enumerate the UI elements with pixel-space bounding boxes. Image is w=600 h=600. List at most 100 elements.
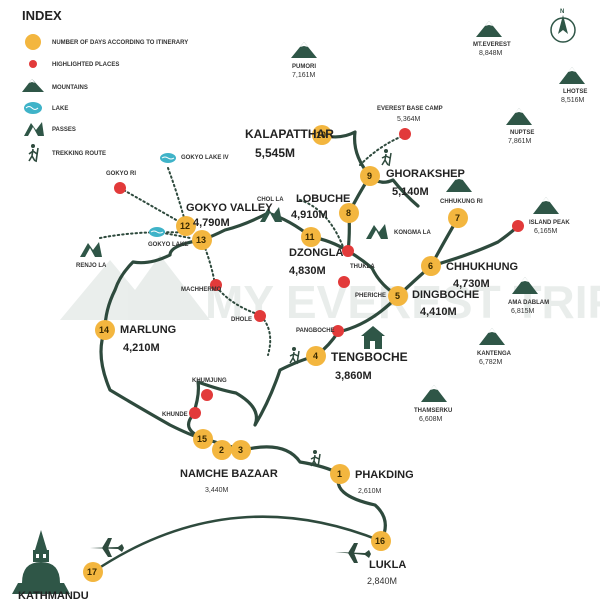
stop-elev: 2,610M xyxy=(358,488,382,495)
stop-name: GOKYO VALLEY xyxy=(186,202,273,214)
legend-label-route: TREKKING ROUTE xyxy=(52,151,106,157)
day-stop-chhukhung: 6 CHHUKHUNG 4,730M xyxy=(421,256,518,290)
hiker-icon xyxy=(381,149,392,167)
highlight-name: KHUMJUNG xyxy=(192,378,227,384)
day-stop-namche: 2 NAMCHE BAZAAR 3,440M xyxy=(180,440,278,494)
mountain-name: THAMSERKU xyxy=(414,408,452,414)
airplane-icon xyxy=(335,543,371,563)
stop-elev: 4,830M xyxy=(289,265,326,277)
lake-name: GOKYO LAKE xyxy=(148,242,188,248)
highlight-name: PANGBOCHE xyxy=(296,328,335,334)
mountain-name: NUPTSE xyxy=(510,130,534,136)
mountain-elev: 8,848M xyxy=(479,50,503,57)
day-stop-ghorakshep: 9 GHORAKSHEP 5,140M xyxy=(360,166,465,198)
mountain-name: AMA DABLAM xyxy=(508,300,549,306)
pass-name: KONGMA LA xyxy=(394,230,431,236)
day-number: 2 xyxy=(219,445,224,455)
day-number: 15 xyxy=(197,434,207,444)
day-number: 14 xyxy=(99,325,109,335)
mountain-thamserku: THAMSERKU 6,608M xyxy=(414,385,452,423)
pass-chol-la: CHOL LA xyxy=(257,197,284,222)
highlight-name: THUKLA xyxy=(350,264,375,270)
day-stop-dzongla: 11 DZONGLA 4,830M xyxy=(289,227,343,277)
day-stop-lukla: 16 LUKLA 2,840M xyxy=(367,531,406,586)
highlight-thukla: THUKLA xyxy=(342,245,375,270)
day-number: 13 xyxy=(196,235,206,245)
stop-elev: 4,410M xyxy=(420,306,457,318)
pass-name: RENJO LA xyxy=(76,263,107,269)
stupa-icon xyxy=(12,530,70,594)
stop-name: GHORAKSHEP xyxy=(386,168,465,180)
stop-name: NAMCHE BAZAAR xyxy=(180,468,278,480)
mountain-kantenga: KANTENGA 6,782M xyxy=(477,328,512,366)
stop-name: KALAPATTHAR xyxy=(245,127,334,141)
pass-kongma-la: KONGMA LA xyxy=(366,224,431,239)
pass-icon xyxy=(24,122,44,136)
red-dot-icon xyxy=(29,60,37,68)
mountain-nuptse: NUPTSE 7,861M xyxy=(506,108,534,145)
day-stop-namche-15: 15 xyxy=(193,429,213,449)
stop-name: CHHUKHUNG xyxy=(446,261,518,273)
stop-elev: 4,910M xyxy=(291,209,328,221)
hiker-icon xyxy=(310,450,321,468)
lake-icon xyxy=(24,102,42,114)
highlight-name: PHERICHE xyxy=(355,293,386,299)
lake-gokyo: GOKYO LAKE xyxy=(148,227,188,248)
mountain-elev: 7,861M xyxy=(508,138,532,145)
flight-route xyxy=(92,515,382,574)
day-number: 8 xyxy=(346,208,351,218)
stop-name: LOBUCHE xyxy=(296,193,350,205)
highlight-ebc: EVEREST BASE CAMP 5,364M xyxy=(377,106,443,140)
day-stop-kalapatthar: 10 KALAPATTHAR 5,545M xyxy=(245,125,334,160)
stop-name: DZONGLA xyxy=(289,247,343,259)
mountain-everest: MT.EVEREST 8,848M xyxy=(473,21,511,57)
mountain-name: ISLAND PEAK xyxy=(529,220,570,226)
day-number: 7 xyxy=(455,213,460,223)
day-number: 9 xyxy=(367,171,372,181)
compass-icon: N xyxy=(550,9,576,43)
day-number: 5 xyxy=(395,291,400,301)
stop-elev: 4,790M xyxy=(193,217,230,229)
highlight-name: DHOLE xyxy=(231,317,252,323)
day-number: 6 xyxy=(428,261,433,271)
stop-name: KATHMANDU xyxy=(18,590,89,600)
day-stop-marlung: 14 MARLUNG 4,210M xyxy=(95,320,176,354)
mountain-elev: 7,161M xyxy=(292,72,316,79)
day-number: 16 xyxy=(375,536,385,546)
legend: INDEX NUMBER OF DAYS ACCORDING TO ITINER… xyxy=(22,8,188,163)
day-number: 4 xyxy=(313,351,318,361)
stop-name: TENGBOCHE xyxy=(331,350,408,364)
hiker-icon xyxy=(289,347,300,365)
mountain-elev: 6,815M xyxy=(511,308,535,315)
stop-name: LUKLA xyxy=(369,559,406,571)
legend-label-passes: PASSES xyxy=(52,127,76,133)
stop-name: PHAKDING xyxy=(355,469,414,481)
stop-elev: 5,545M xyxy=(255,146,295,160)
mountain-name: KANTENGA xyxy=(477,351,512,357)
highlight-name: KHUNDE xyxy=(162,412,188,418)
highlight-elev: 5,364M xyxy=(397,116,421,123)
stop-name: MARLUNG xyxy=(120,324,176,336)
stop-elev: 5,140M xyxy=(392,186,429,198)
highlight-name: MACHHERMO xyxy=(181,287,222,293)
highlight-dhole: DHOLE xyxy=(231,310,266,323)
mountain-elev: 6,608M xyxy=(419,416,443,423)
day-stop-gokyo: 13 GOKYO VALLEY 4,790M xyxy=(186,202,273,250)
lake-gokyo-iv: GOKYO LAKE IV xyxy=(160,153,229,163)
mountain-ama-dablam: AMA DABLAM 6,815M xyxy=(508,277,549,315)
day-number: 3 xyxy=(238,445,243,455)
stop-elev: 4,730M xyxy=(453,278,490,290)
highlight-pangboche: PANGBOCHE xyxy=(296,325,344,337)
day-stop-phakding: 1 PHAKDING 2,610M xyxy=(330,464,414,495)
highlight-name: EVEREST BASE CAMP xyxy=(377,106,443,112)
highlight-name: CHHUKUNG RI xyxy=(440,199,483,205)
mountain-name: PUMORI xyxy=(292,64,316,70)
stop-elev: 3,860M xyxy=(335,370,372,382)
hiker-icon xyxy=(28,144,39,163)
mountain-island-peak: ISLAND PEAK 6,165M xyxy=(529,197,570,235)
pass-renjo-la: RENJO LA xyxy=(76,242,107,269)
stop-elev: 4,210M xyxy=(123,342,160,354)
lake-name: GOKYO LAKE IV xyxy=(181,155,229,161)
day-number: 11 xyxy=(305,232,315,242)
yellow-circle-icon xyxy=(25,34,41,50)
